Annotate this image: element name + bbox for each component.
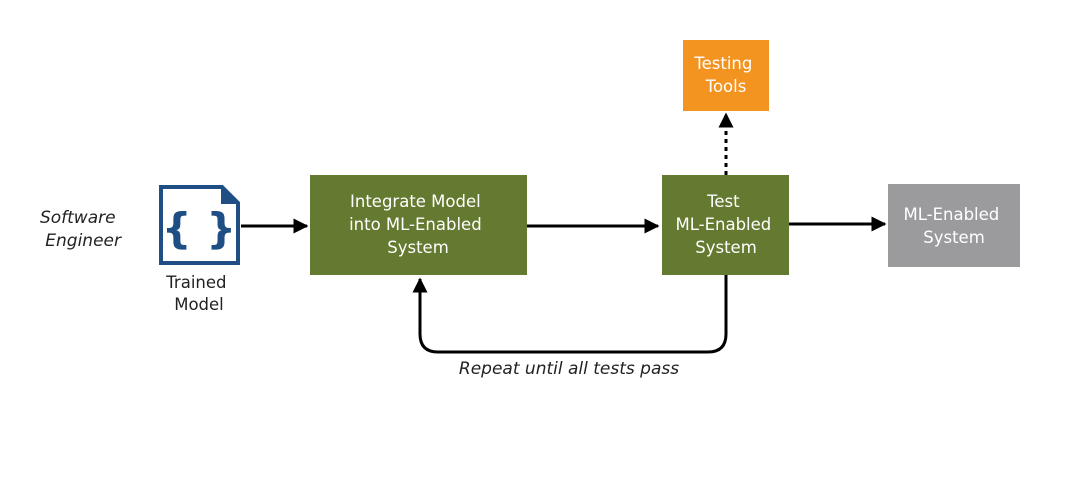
repeat-loop-label: Repeat until all tests pass [459,359,679,379]
testing-tools-label: Testing Tools [693,54,757,96]
integrate-model-box [310,175,527,275]
test-system-label: Test ML-Enabled System [675,192,776,257]
curly-braces-document-icon: { } [159,185,240,265]
integrate-model-label: Integrate Model into ML-Enabled System [349,192,487,257]
ml-enabled-system-box [888,184,1020,267]
ml-enabled-system-label: ML-Enabled System [903,205,1004,247]
testing-tools-box [683,40,769,111]
test-system-box [662,175,789,275]
trained-model-label: Trained Model [165,273,231,314]
actor-label: Software Engineer [40,208,122,251]
arrow-repeat-loop [412,275,728,354]
svg-text:{ }: { } [162,204,236,253]
